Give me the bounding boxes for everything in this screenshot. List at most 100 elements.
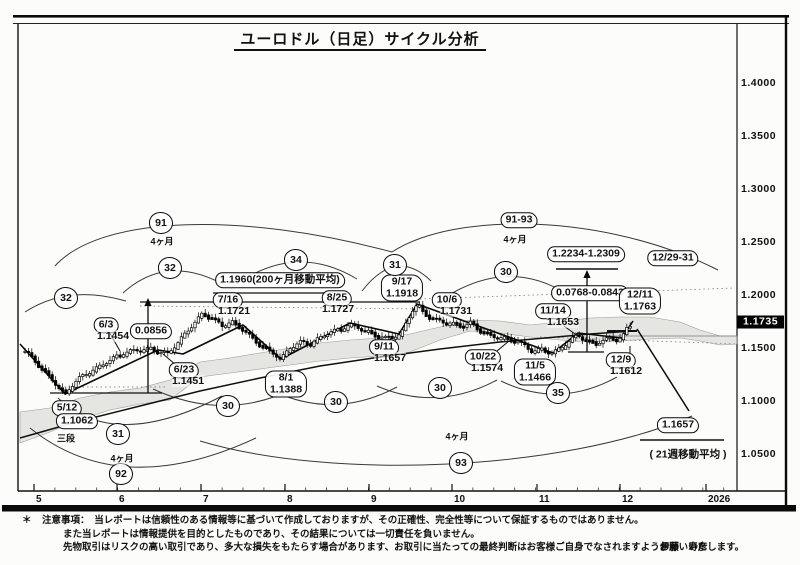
candle-body [574,334,578,338]
candle-body [186,330,190,335]
candle-body [441,319,445,324]
candle-body [67,389,71,395]
candle-body [254,337,258,344]
y-axis-tick: 1.3500 [741,130,777,142]
candle-body [567,341,571,348]
candle-body [115,354,119,359]
candle-body [598,342,602,346]
annotation-text: 1.1721 [217,305,251,317]
cycle-count-circle: 31 [383,254,407,276]
annotation-text: 4ヶ月 [503,232,527,246]
candle-body [530,348,534,354]
candle-body [407,317,411,324]
candle-body [349,323,353,328]
pointer-line [636,328,690,412]
annotation-text: 4ヶ月 [150,234,174,248]
candle-body [237,322,241,330]
author-signature: 伊藤 寿彦 [660,542,708,553]
cycle-count-circle: 31 [106,423,130,445]
y-axis-tick: 1.2000 [741,289,777,301]
cycle-count-circle: 35 [546,382,570,404]
candle-body [305,341,309,346]
candle-body [428,314,432,320]
annotation-box: 91-93 [500,212,538,228]
candle-body [149,346,153,351]
candle-body [577,334,581,338]
candle-body [383,335,387,338]
candle-body [247,331,251,335]
candle-body [465,323,469,328]
candle-body [122,354,126,358]
candle-body [101,364,105,368]
candle-body [343,328,347,332]
candle-body [499,337,503,341]
annotation-text: 1.1731 [439,305,473,317]
candle-body [397,334,401,340]
x-axis-tick: 2026 [708,494,731,505]
dotted-guide-line [139,305,431,310]
candle-body [360,328,364,332]
candle-body [135,349,139,352]
candle-body [302,340,306,342]
candle-body [526,344,530,350]
candle-body [118,354,122,358]
candle-body [523,341,527,346]
candle-body [608,337,612,339]
annotation-box: 1.1960(200ヶ月移動平均) [215,272,345,288]
candle-body [275,353,279,358]
candle-body [162,350,166,353]
candle-body [394,336,398,340]
candle-body [353,323,357,327]
candle-body [98,364,102,369]
candle-body [94,366,98,373]
candle-body [196,316,200,324]
candle-body [30,352,34,358]
candle-body [77,376,81,382]
candle-body [37,360,41,368]
cycle-count-circle: 32 [54,287,78,309]
candle-body [203,312,207,318]
candle-body [251,333,255,339]
cycle-count-circle: 91 [149,212,173,234]
y-axis-tick: 1.3000 [741,183,777,195]
candle-body [217,318,221,323]
candle-body [489,331,493,336]
candle-body [176,342,180,350]
candle-body [445,322,449,326]
candle-body [23,350,27,353]
candle-body [268,346,272,352]
candle-body [261,344,265,349]
candle-body [128,349,132,354]
bottom-black-band [2,505,796,512]
candle-body [332,328,336,333]
footnote-marker: ＊ [22,515,32,526]
annotation-box: 1.1062 [55,413,99,429]
measure-arrowhead [583,270,591,278]
candle-body [492,334,496,339]
annotation-text: 1.1653 [546,316,580,328]
candle-body [84,374,88,377]
candle-body [570,336,574,343]
annotation-text: 4ヶ月 [445,429,469,443]
candle-body [224,325,228,329]
annotation-text: 1.1727 [321,303,355,315]
candle-body [468,320,472,325]
disclaimer-line1: 注意事項： 当レポートは信頼性のある情報等に基づいて作成しておりますが、その正確… [42,515,644,526]
candle-body [125,351,129,357]
candle-body [516,340,520,344]
disclaimer-line3: 先物取引はリスクの高い取引であり、多大な損失をもたらす場合があります、お取引に当… [63,542,745,553]
y-axis-tick: 1.0500 [741,448,777,460]
candle-body [132,349,136,352]
current-price-tag: 1.1735 [737,315,784,329]
candle-body [550,352,554,355]
candle-body [604,337,608,341]
cycle-count-circle: 30 [324,391,348,413]
candle-body [451,321,455,326]
x-axis-tick: 5 [36,494,42,505]
page-title: ユーロドル（日足）サイクル分析 [0,28,720,51]
